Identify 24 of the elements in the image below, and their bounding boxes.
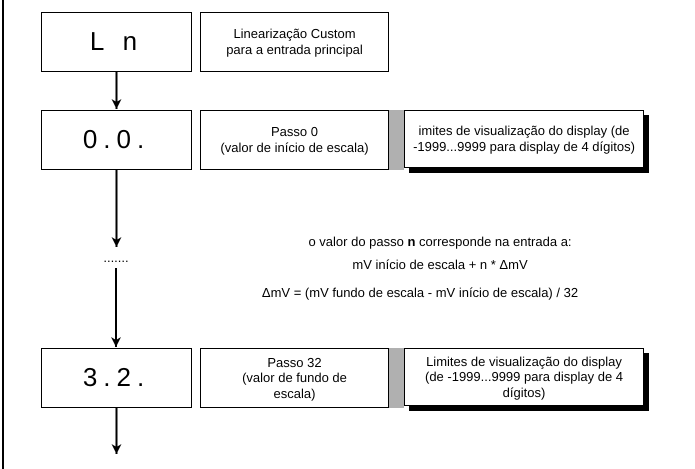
box-text: Limites de visualização do display (de -1999...9999 para display de 4 dígitos) [424,354,624,400]
arrow [112,72,122,109]
box-text: (valor de início de escala) [220,140,369,156]
display-readout: 3.2. [82,362,150,394]
box-text: imites de visualização do display (de -1999...9999 para display de 4 dígitos) [412,123,636,155]
box-text: Passo 0 [271,124,318,140]
arrow [112,408,122,454]
display-readout: L n [90,26,144,58]
description-box [200,348,389,408]
formula-text: mV início de escala + n * ΔmV [351,257,529,272]
box-text: Linearização Custom para a entrada principal [225,26,364,58]
display-box [41,110,192,170]
ellipsis-text: ....... [103,250,129,266]
box-text: (valor de fundo de escala) [241,370,348,402]
formula-text: o valor do passo n corresponde na entrada a: [307,234,573,249]
arrow [112,170,122,247]
box-text: Passo 32 [267,354,322,370]
description-box [200,12,389,72]
description-box [200,110,389,170]
display-box [41,12,192,72]
arrow [111,268,121,347]
display-box [41,348,192,408]
display-readout: 0.0. [82,124,150,156]
formula-text: ΔmV = (mV fundo de escala - mV início de escala) / 32 [260,285,580,300]
